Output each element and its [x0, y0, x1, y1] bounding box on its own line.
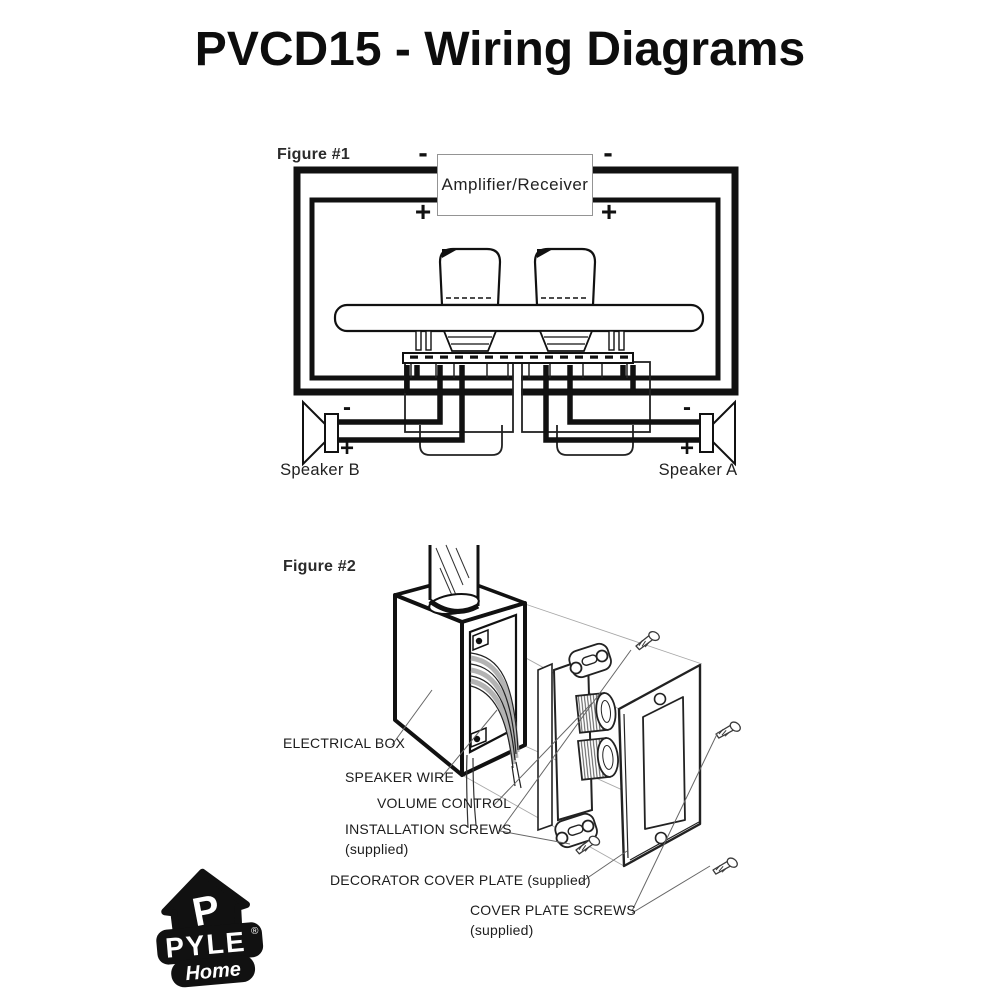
terminal-dashes [410, 355, 628, 359]
cover-plate-screw-icon [715, 718, 743, 740]
speaker-a-minus: - [683, 394, 691, 421]
pyle-home-logo: P PYLE ® Home [156, 868, 264, 988]
figure2-diagram [391, 544, 743, 914]
callout-volume-control: VOLUME CONTROL [377, 795, 512, 811]
wire-gap [512, 365, 521, 450]
amp-plus-left: + [414, 196, 432, 227]
amplifier-box: Amplifier/Receiver [437, 154, 593, 216]
mounting-hole [569, 661, 583, 675]
volume-control-drawing [537, 642, 619, 849]
volume-knob-upper [575, 692, 617, 734]
cover-plate-drawing [617, 663, 702, 868]
callout-installation-screws: INSTALLATION SCREWS [345, 821, 512, 837]
faceplate-slab [333, 303, 705, 333]
callout-electrical-box: ELECTRICAL BOX [283, 735, 406, 751]
speaker-wire-drawing [465, 652, 522, 829]
knob-right [533, 247, 597, 307]
speaker-b-plus: + [339, 435, 354, 462]
logo-sub-brand: Home [185, 958, 242, 985]
page-title: PVCD15 - Wiring Diagrams [194, 23, 806, 76]
callout-cover-plate-screws: COVER PLATE SCREWS [470, 902, 636, 918]
mounting-hole [581, 819, 595, 833]
callout-decorator-cover-plate: DECORATOR COVER PLATE (supplied) [330, 872, 591, 888]
terminal-stubs [410, 363, 628, 378]
installation-screw-icon [633, 628, 663, 651]
speaker-b-minus: - [343, 394, 351, 421]
mounting-hole [595, 649, 609, 663]
volume-knob-lower [577, 737, 619, 781]
speaker-wires [338, 365, 700, 443]
cover-plate-screw-icon [712, 854, 740, 876]
amp-minus-left: - [418, 137, 428, 168]
speaker-a-icon [699, 399, 736, 467]
speaker-b-label: Speaker B [280, 461, 360, 479]
amplifier-label: Amplifier/Receiver [441, 175, 589, 194]
volume-control-side-view [333, 247, 705, 364]
speaker-a-label: Speaker A [658, 461, 738, 479]
mounting-hole [555, 831, 569, 845]
amp-minus-right: - [603, 137, 613, 168]
figure2-label: Figure #2 [283, 558, 356, 575]
projection-lines [461, 603, 703, 867]
callout-cover-plate-screws-sub: (supplied) [470, 922, 534, 938]
plate-screw-hole-bottom [654, 831, 668, 845]
speaker-b-icon [302, 399, 339, 467]
conduit-pipe [428, 544, 480, 616]
plate-screw-hole-top [653, 692, 667, 706]
speaker-a-plus: + [679, 435, 694, 462]
figure1-diagram [293, 166, 739, 467]
callout-installation-screws-sub: (supplied) [345, 841, 409, 857]
knob-left [438, 247, 502, 307]
figure1-label: Figure #1 [277, 146, 350, 163]
callout-speaker-wire: SPEAKER WIRE [345, 769, 454, 785]
logo-registered-mark: ® [251, 926, 260, 938]
amp-plus-right: + [600, 196, 618, 227]
callout-leader-lines [391, 649, 719, 914]
